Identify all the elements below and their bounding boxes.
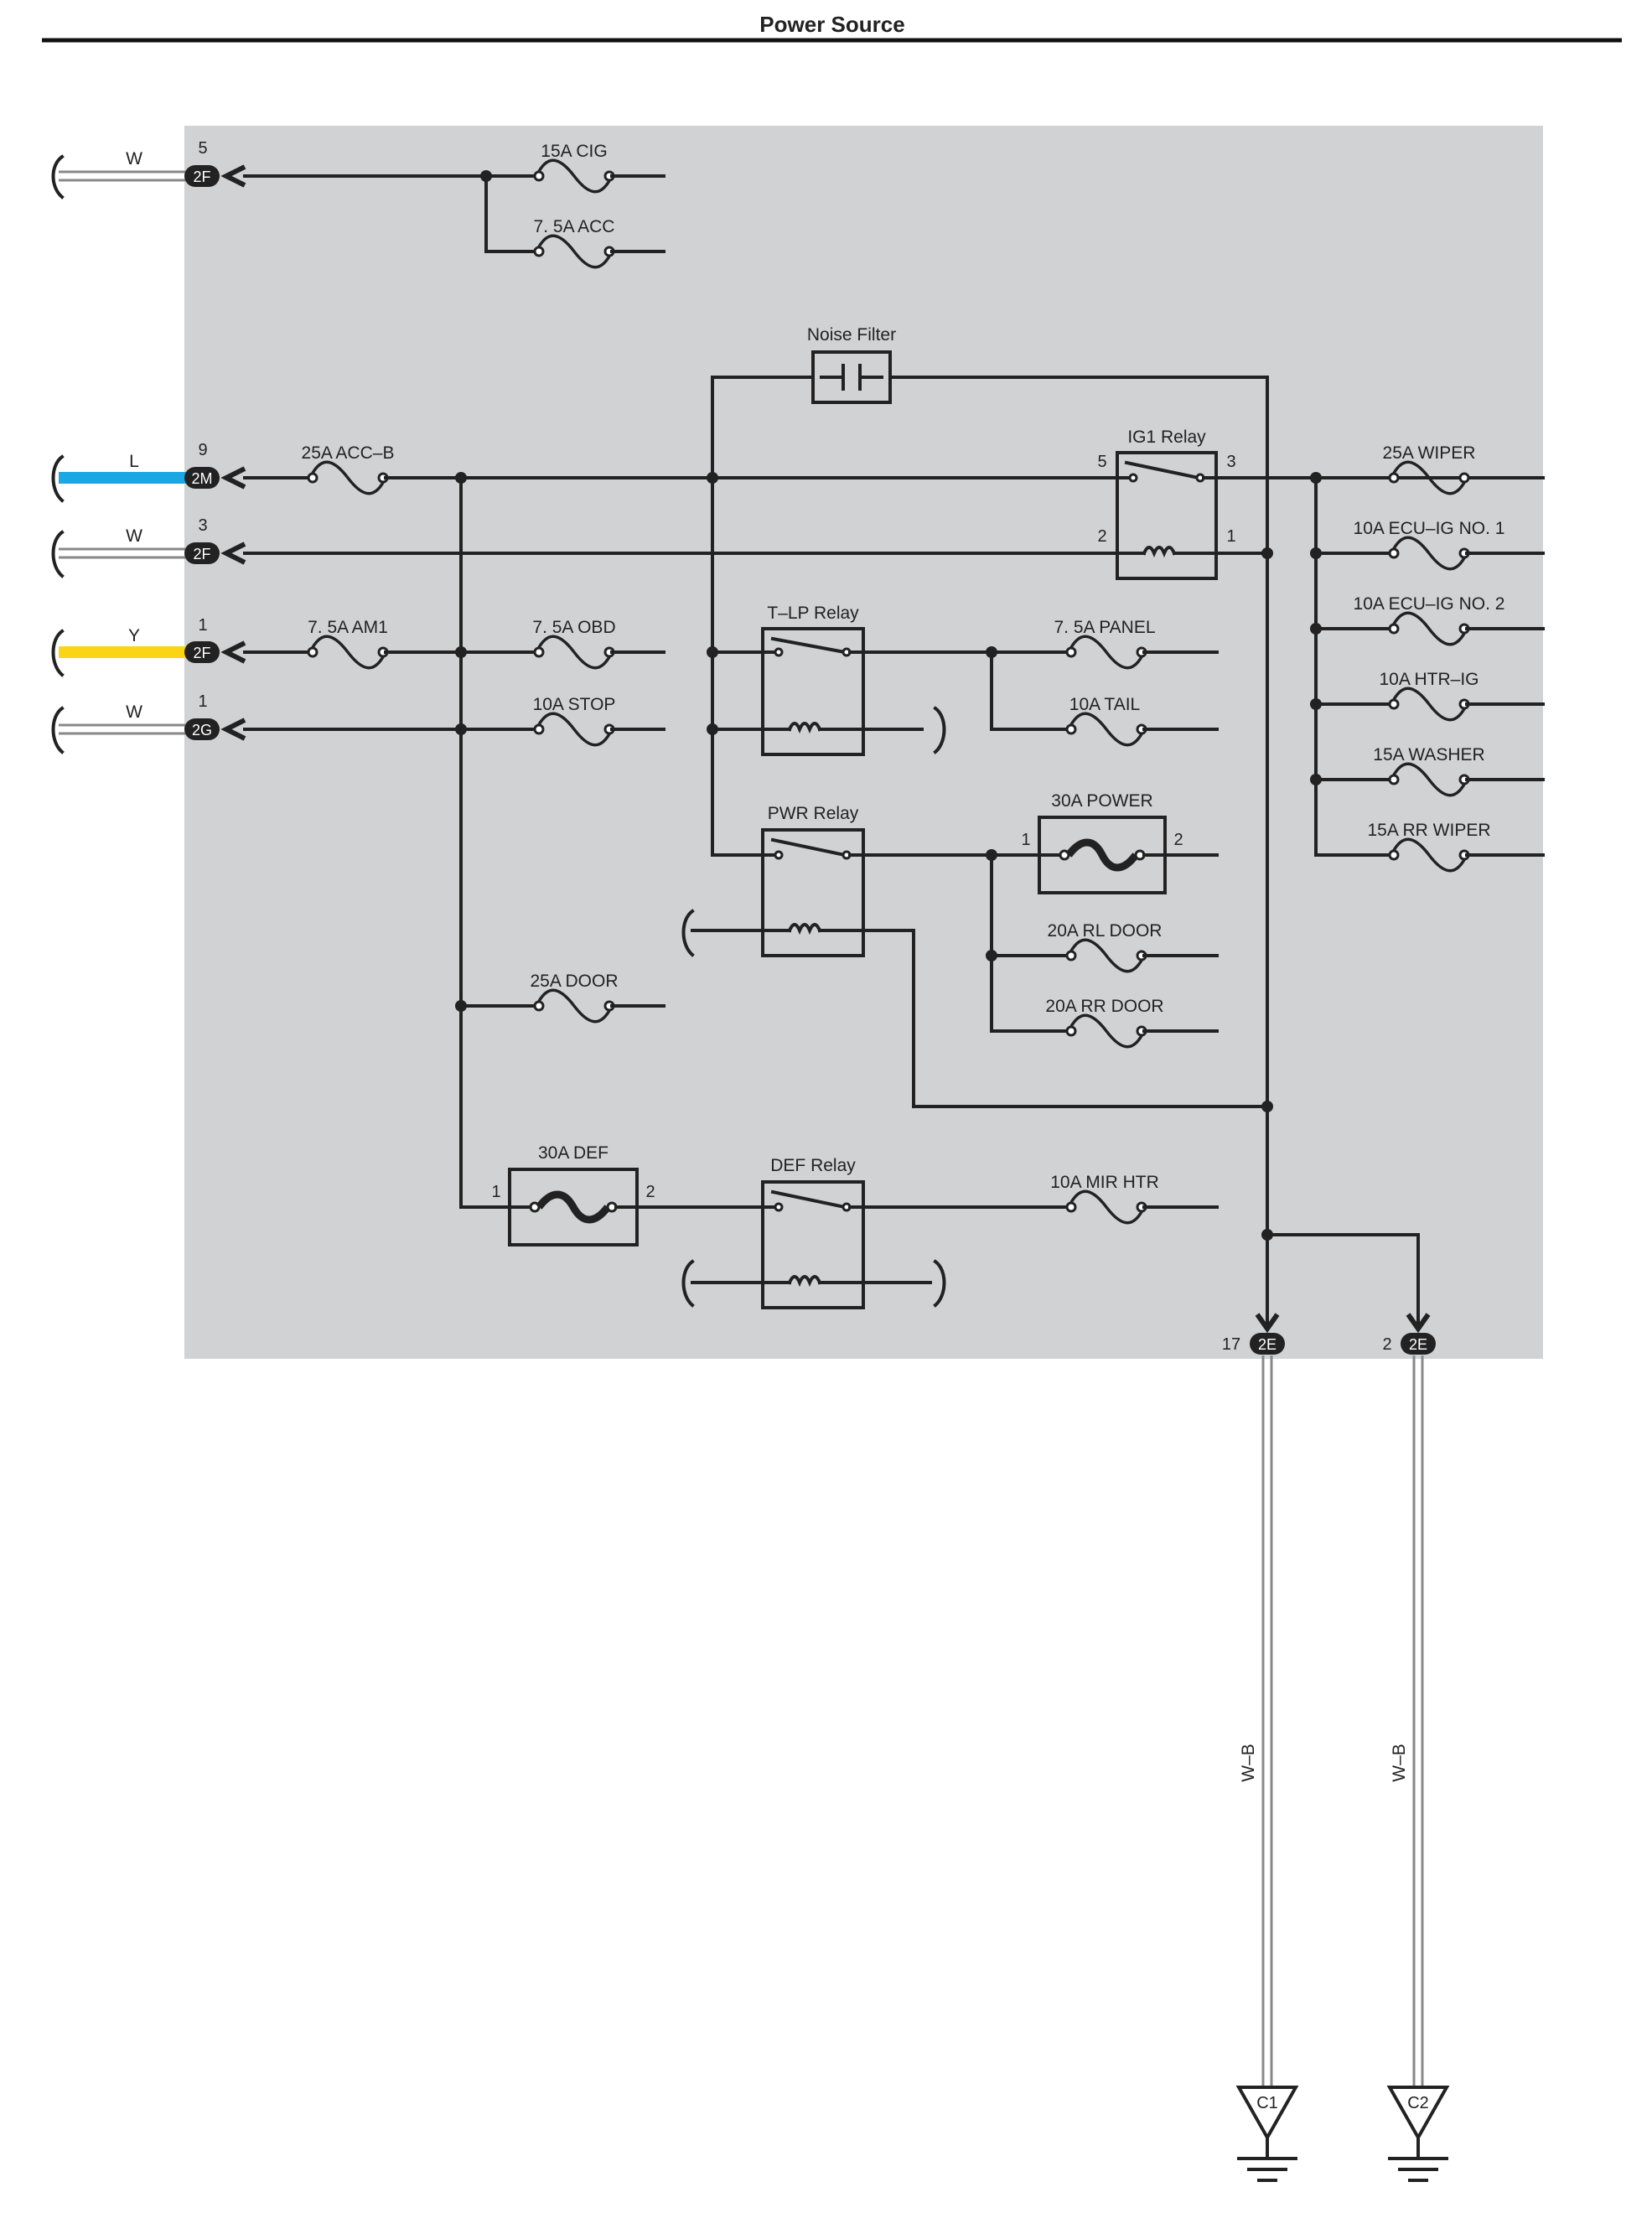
wire-color-label: W–B [1239, 1744, 1258, 1782]
fuse-7-5a-am1: 7. 5A AM1 [307, 618, 389, 670]
fuse-20a-rr-door: 20A RR DOOR [1045, 997, 1219, 1049]
connector-code: 2G [192, 722, 212, 739]
connector-pin-number: 9 [198, 441, 207, 459]
fuse-label: 15A CIG [541, 142, 607, 161]
fuse-10a-ecu-ig-no-1: 10A ECU–IG NO. 1 [1314, 519, 1545, 571]
pwr-relay: PWR Relay [681, 804, 1273, 1112]
ground-output-c1: 2E 17 W–B C1 [1222, 1313, 1299, 2182]
fusible-link-30a-power: 30A POWER 1 2 [986, 791, 1219, 894]
fuse-label: 7. 5A ACC [534, 217, 615, 236]
connector-code: 2F [193, 168, 210, 185]
fuse-10a-mir-htr: 10A MIR HTR [1050, 1173, 1219, 1225]
fuse-label: 10A TAIL [1069, 695, 1140, 714]
fuse-10a-stop: 10A STOP [533, 695, 665, 747]
noise-filter-label: Noise Filter [807, 325, 896, 345]
fuse-label: 10A MIR HTR [1050, 1173, 1159, 1192]
connector-code: 2F [193, 645, 210, 661]
wire-color-label: W [126, 526, 142, 546]
fuse-label: 7. 5A OBD [532, 618, 615, 637]
fuse-label: 10A ECU–IG NO. 2 [1354, 594, 1505, 614]
wire-color-label: Y [128, 626, 140, 645]
t-lp-relay: T–LP Relay [707, 604, 993, 756]
fusible-link-pin: 2 [645, 1183, 655, 1201]
fuse-label: 15A WASHER [1373, 745, 1484, 764]
def-relay: DEF Relay [681, 1156, 1070, 1309]
stop-row: 10A STOP [243, 695, 665, 747]
fuse-15a-cig: 15A CIG [533, 142, 665, 194]
fusible-link-pin: 1 [1021, 831, 1030, 849]
fuse-10a-ecu-ig-no-2: 10A ECU–IG NO. 2 [1314, 594, 1545, 646]
wire-color-label: W [126, 149, 142, 168]
fuse-20a-rl-door: 20A RL DOOR [1048, 921, 1219, 973]
fusible-link-label: 30A POWER [1051, 791, 1152, 811]
fuse-label: 7. 5A AM1 [308, 618, 388, 637]
fuse-7-5a-panel: 7. 5A PANEL [1054, 618, 1219, 670]
connector-pin-number: 2 [1382, 1335, 1391, 1354]
fuse-25a-wiper: 25A WIPER [1383, 443, 1476, 495]
input-wire-y-2f-1: Y 1 2F [51, 616, 246, 677]
wire-color-label: L [129, 452, 139, 471]
panel-tail-branch: 7. 5A PANEL 10A TAIL [986, 618, 1219, 747]
relay-pin: 2 [1097, 527, 1106, 546]
fusible-link-pin: 1 [491, 1183, 500, 1201]
relay-label: DEF Relay [770, 1156, 856, 1175]
fuse-label: 25A DOOR [530, 972, 618, 991]
connector-code: 2E [1258, 1336, 1277, 1353]
am1-row: 7. 5A AM1 7. 5A OBD [243, 618, 665, 670]
ground-branch [1261, 1229, 1420, 1326]
noise-filter: Noise Filter [711, 325, 1269, 1326]
connector-code: 2F [193, 546, 210, 562]
rear-door-branch: 20A RL DOOR 20A RR DOOR [986, 853, 1219, 1049]
relay-pin: 3 [1226, 453, 1235, 471]
connector-code: 2E [1409, 1336, 1427, 1353]
fuse-label: 20A RL DOOR [1048, 921, 1163, 941]
connector-pin-number: 17 [1222, 1335, 1240, 1354]
connector-pin-number: 3 [198, 516, 207, 535]
fusible-link-label: 30A DEF [538, 1143, 608, 1163]
fuse-15a-rr-wiper: 15A RR WIPER [1314, 821, 1545, 873]
right-fuse-bus: 25A WIPER 10A ECU–IG NO. 1 10A ECU–IG NO… [1310, 443, 1545, 873]
cig-acc-branch: 15A CIG 7. 5A ACC [243, 142, 665, 269]
fuse-7-5a-acc: 7. 5A ACC [533, 217, 665, 269]
fuse-label: 10A ECU–IG NO. 1 [1354, 519, 1505, 538]
page-title: Power Source [759, 12, 904, 37]
input-wire-w-2f-5: W 5 2F [51, 139, 246, 200]
fuse-label: 15A RR WIPER [1367, 821, 1490, 840]
connector-pin-number: 5 [198, 139, 207, 158]
fuse-7-5a-obd: 7. 5A OBD [532, 618, 665, 670]
fuse-label: 10A STOP [533, 695, 616, 714]
fuse-label: 25A WIPER [1383, 443, 1476, 463]
relay-pin: 1 [1226, 527, 1235, 546]
fusible-link-pin: 2 [1173, 831, 1183, 849]
fusible-link-30a-def: 30A DEF 1 2 [491, 1143, 777, 1246]
fuse-label: 7. 5A PANEL [1054, 618, 1155, 637]
ground-point-label: C1 [1256, 2094, 1278, 2112]
fuse-10a-htr-ig: 10A HTR–IG [1314, 670, 1545, 722]
fuse-25a-acc-b: 25A ACC–B [302, 443, 395, 495]
fuse-15a-washer: 15A WASHER [1314, 745, 1545, 797]
fuse-10a-tail: 10A TAIL [1065, 695, 1219, 747]
wire-color-label: W–B [1390, 1744, 1409, 1782]
input-wire-l-2m-9: L 9 2M [51, 441, 246, 503]
fuse-25a-door: 25A DOOR [455, 972, 665, 1024]
ig1-relay: IG1 Relay 5 3 2 1 [1097, 428, 1545, 580]
relay-label: IG1 Relay [1127, 428, 1206, 447]
ground-point-label: C2 [1407, 2094, 1429, 2112]
wire-color-label: W [126, 702, 142, 722]
acc-b-row: 25A ACC–B [243, 443, 1119, 1209]
relay-label: PWR Relay [768, 804, 859, 823]
fuse-label: 10A HTR–IG [1379, 670, 1479, 689]
connector-code: 2M [191, 470, 212, 487]
connector-pin-number: 1 [198, 692, 207, 711]
fuse-label: 20A RR DOOR [1045, 997, 1163, 1016]
input-wire-w-2f-3: W 3 2F [51, 516, 246, 578]
relay-label: T–LP Relay [767, 604, 859, 623]
ground-output-c2: 2E 2 W–B C2 [1382, 1313, 1450, 2182]
input-wire-w-2g-1: W 1 2G [51, 692, 246, 754]
connector-pin-number: 1 [198, 616, 207, 635]
fuse-label: 25A ACC–B [302, 443, 395, 463]
relay-pin: 5 [1097, 453, 1106, 471]
